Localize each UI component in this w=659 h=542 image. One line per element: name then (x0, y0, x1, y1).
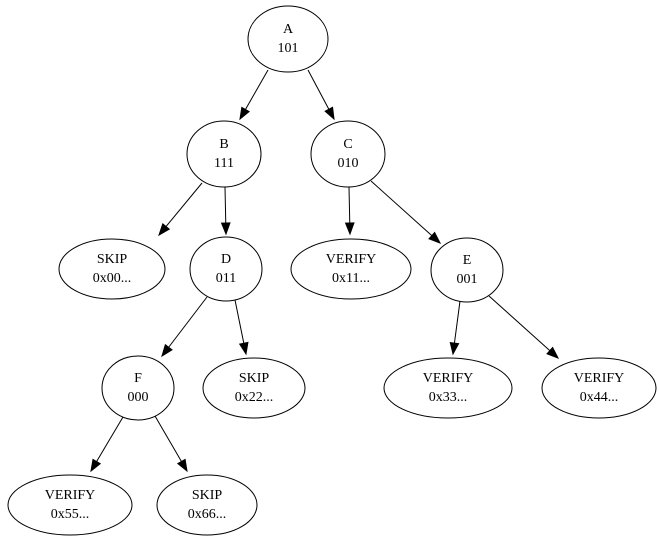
node-label-secondary: 0x44... (580, 390, 619, 405)
node-label-secondary: 000 (128, 390, 149, 405)
edge-line (234, 299, 245, 344)
node-label-secondary: 0x22... (235, 390, 274, 405)
node-label-primary: SKIP (97, 252, 128, 267)
edge-line (348, 186, 351, 224)
edge-d-to-s2 (234, 299, 249, 356)
arrowhead-icon (449, 341, 460, 356)
node-label-primary: C (343, 137, 352, 152)
node-v3[interactable]: VERIFY 0x33... (383, 357, 513, 419)
edge-line (245, 69, 269, 110)
node-label-primary: SKIP (239, 371, 270, 386)
node-label-primary: D (221, 252, 231, 267)
node-label-secondary: 111 (214, 156, 234, 171)
node-label-secondary: 0x33... (429, 390, 468, 405)
arrowhead-icon (176, 458, 188, 473)
edge-e-to-v3 (449, 300, 461, 356)
node-b[interactable]: B 111 (186, 120, 262, 188)
node-ellipse[interactable] (383, 357, 513, 419)
node-e[interactable]: E 001 (430, 237, 504, 303)
edge-c-to-e (370, 180, 442, 244)
node-v1[interactable]: VERIFY 0x11... (290, 238, 412, 300)
arrowhead-icon (161, 343, 173, 358)
edge-a-to-c (307, 69, 335, 121)
nodes-layer: A101B111C010SKIP0x00...D011VERIFY0x11...… (7, 5, 657, 536)
node-a[interactable]: A 101 (247, 5, 329, 73)
arrowhead-icon (546, 346, 560, 359)
edge-e-to-v4 (488, 295, 560, 359)
node-label-primary: VERIFY (423, 371, 474, 386)
edge-f-to-s6 (154, 415, 188, 473)
node-v5[interactable]: VERIFY 0x55... (7, 474, 133, 536)
edge-b-to-d (220, 186, 231, 236)
node-ellipse[interactable] (202, 357, 306, 419)
edge-line (96, 416, 124, 462)
node-v4[interactable]: VERIFY 0x44... (541, 357, 657, 419)
node-label-primary: F (134, 371, 142, 386)
node-ellipse[interactable] (186, 120, 262, 188)
node-label-primary: VERIFY (326, 252, 377, 267)
node-label-primary: VERIFY (574, 371, 625, 386)
node-label-secondary: 011 (216, 271, 236, 286)
edge-f-to-v5 (90, 416, 124, 473)
edge-b-to-s0 (158, 182, 203, 237)
node-label-primary: A (283, 22, 294, 37)
edge-c-to-v1 (344, 186, 355, 236)
node-ellipse[interactable] (430, 237, 504, 303)
edge-line (154, 415, 182, 462)
edges-layer (90, 69, 560, 473)
node-label-primary: VERIFY (45, 488, 96, 503)
arrowhead-icon (238, 341, 249, 356)
node-s0[interactable]: SKIP 0x00... (58, 238, 166, 300)
arrowhead-icon (344, 222, 355, 236)
node-ellipse[interactable] (58, 238, 166, 300)
edge-d-to-f (161, 296, 208, 358)
edge-line (453, 300, 461, 344)
node-ellipse[interactable] (189, 236, 263, 302)
node-label-secondary: 0x11... (332, 271, 370, 286)
node-ellipse[interactable] (541, 357, 657, 419)
edge-a-to-b (239, 69, 269, 121)
edge-line (488, 295, 551, 352)
arrowhead-icon (239, 106, 250, 121)
node-ellipse[interactable] (101, 355, 175, 421)
node-label-secondary: 101 (278, 41, 299, 56)
node-label-secondary: 0x00... (93, 271, 132, 286)
node-label-secondary: 0x55... (51, 507, 90, 522)
node-label-primary: SKIP (192, 488, 223, 503)
edge-line (165, 182, 203, 227)
node-ellipse[interactable] (7, 474, 133, 536)
node-label-primary: B (219, 137, 228, 152)
arrowhead-icon (158, 222, 171, 237)
node-label-secondary: 0x66... (188, 507, 227, 522)
edge-line (307, 69, 330, 110)
edge-line (168, 296, 208, 348)
node-c[interactable]: C 010 (310, 120, 386, 188)
node-ellipse[interactable] (247, 5, 329, 73)
arrowhead-icon (428, 231, 442, 244)
node-s6[interactable]: SKIP 0x66... (156, 474, 258, 536)
node-ellipse[interactable] (290, 238, 412, 300)
node-label-secondary: 001 (457, 272, 478, 287)
node-d[interactable]: D 011 (189, 236, 263, 302)
edge-line (370, 180, 433, 237)
node-label-primary: E (463, 253, 472, 268)
node-ellipse[interactable] (156, 474, 258, 536)
arrowhead-icon (90, 458, 102, 473)
node-s2[interactable]: SKIP 0x22... (202, 357, 306, 419)
arrowhead-icon (324, 106, 335, 121)
node-label-secondary: 010 (338, 156, 359, 171)
edge-line (224, 186, 227, 224)
arrowhead-icon (220, 222, 231, 236)
node-ellipse[interactable] (310, 120, 386, 188)
node-f[interactable]: F 000 (101, 355, 175, 421)
